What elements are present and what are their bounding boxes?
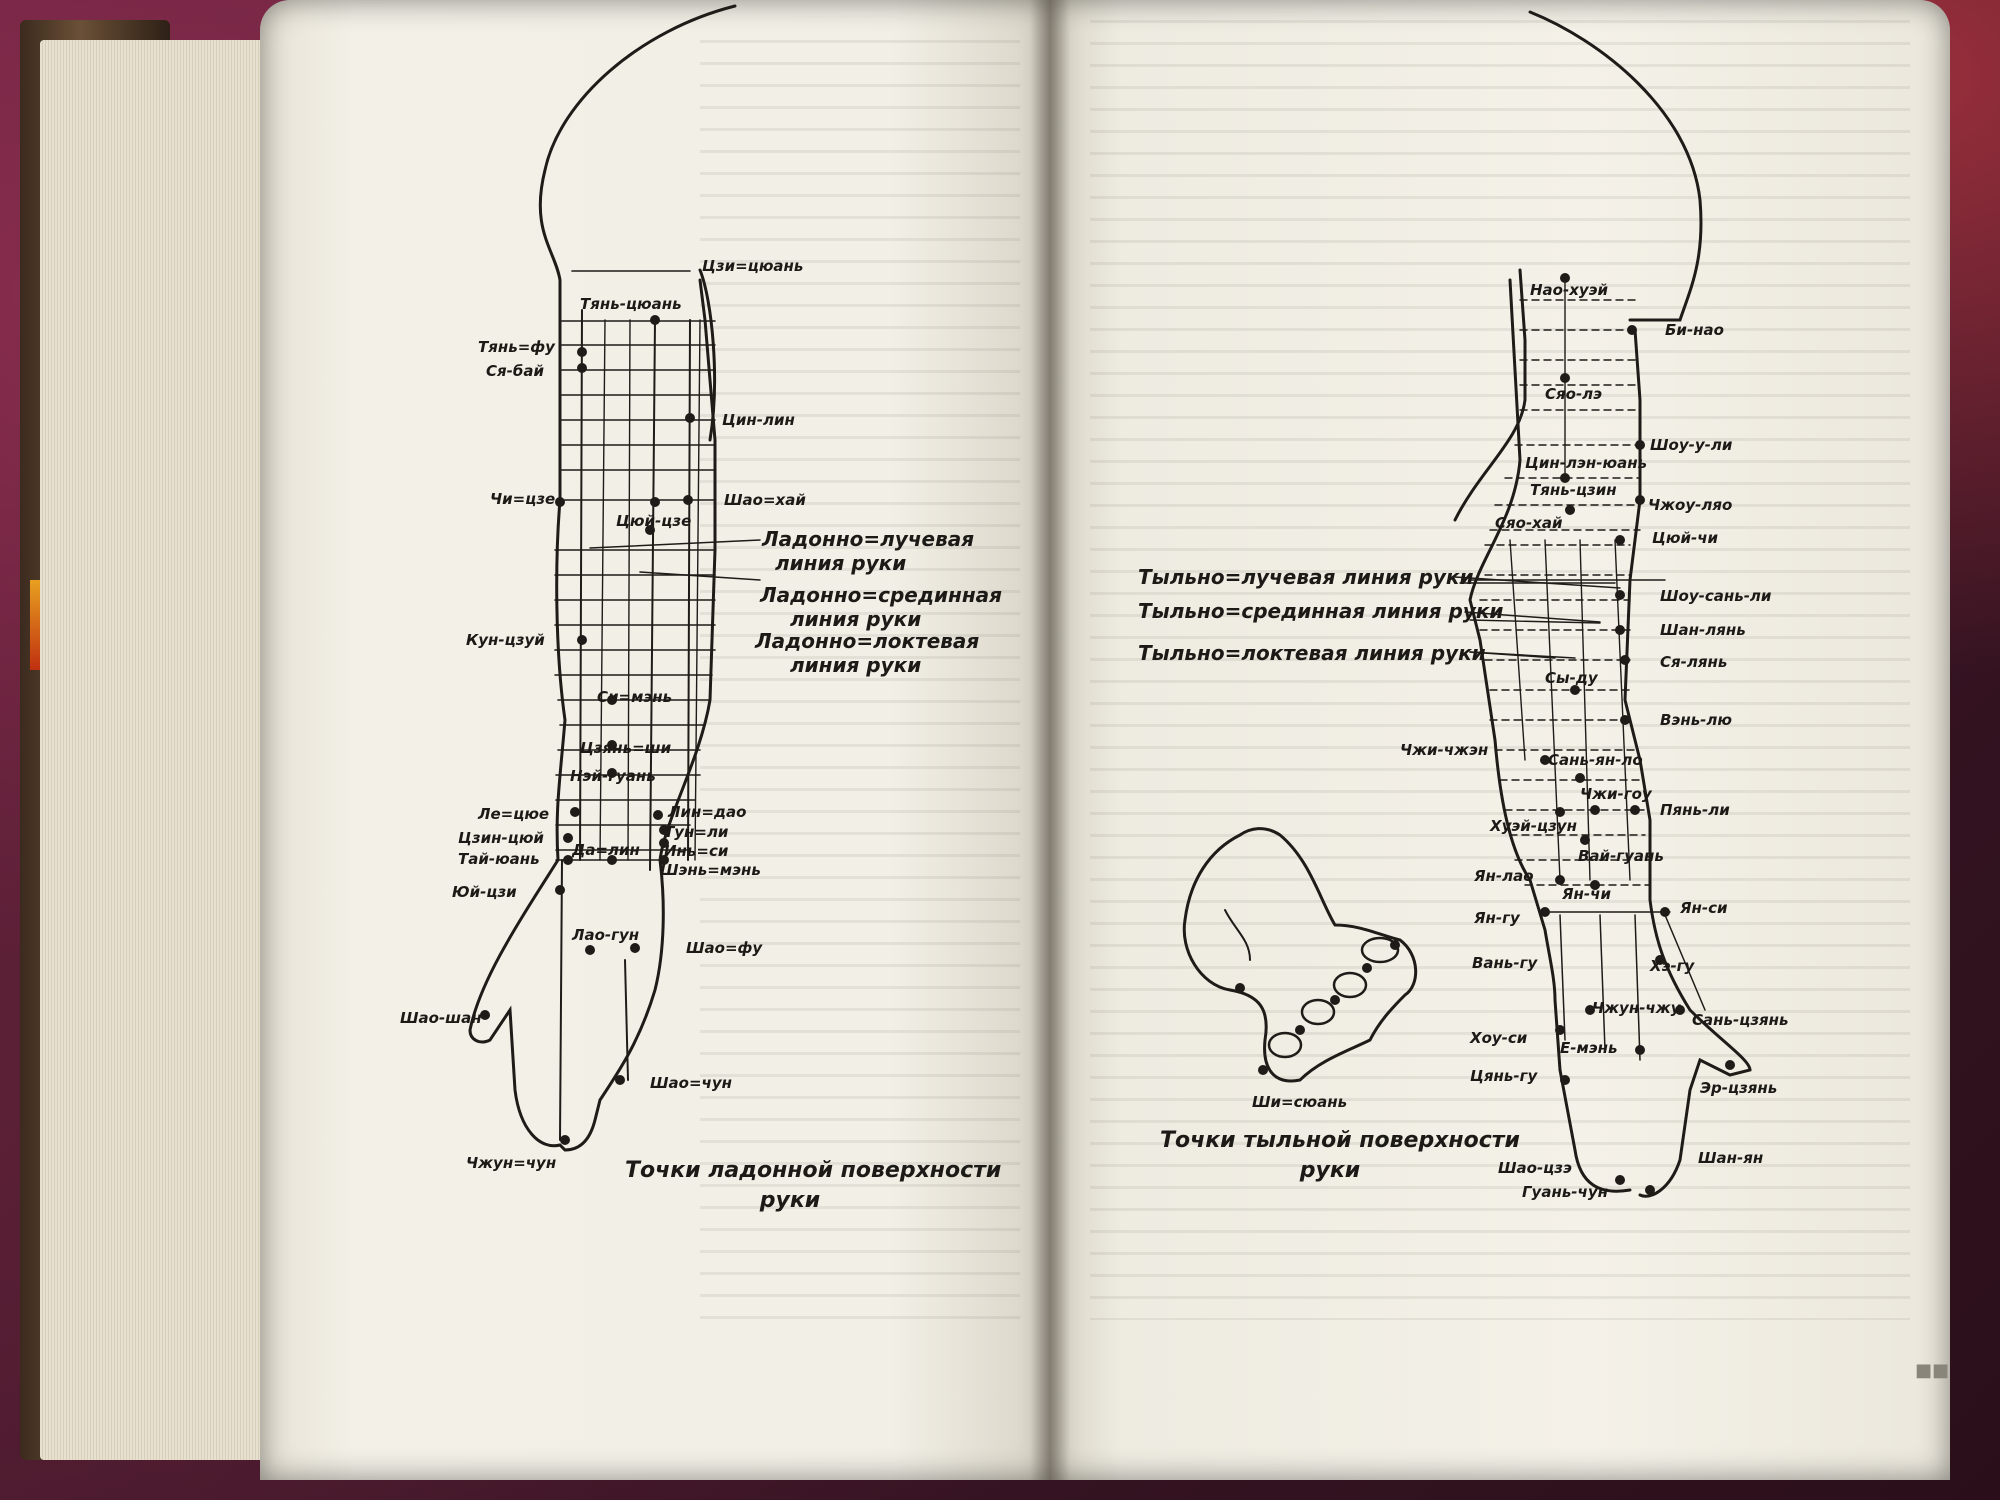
line-label: Ладонно=лучевая (762, 527, 975, 551)
point-label: Цин-лин (722, 411, 795, 429)
point-label: Тянь=фу (478, 338, 555, 356)
point-label: Вань-гу (1472, 954, 1538, 972)
point-label: Тай-юань (458, 850, 540, 868)
point-label: Хэ-гу (1650, 957, 1695, 975)
point-label: Тянь-цзин (1530, 481, 1617, 499)
line-label: Тыльно=лучевая линия руки (1138, 565, 1474, 589)
point-label: Лин=дао (668, 803, 747, 821)
point-label: Цзянь=ши (580, 739, 672, 757)
point-label: Ле=цюе (478, 805, 550, 823)
point-label: Си=мэнь (597, 688, 673, 706)
point-label: Цзин-цюй (458, 829, 544, 847)
line-label: линия руки (790, 607, 922, 631)
right-page (1050, 0, 1950, 1480)
point-label: Лао-гун (572, 926, 640, 944)
line-label: Ладонно=срединная (760, 583, 1003, 607)
bleed-through-text-right (1090, 20, 1910, 1320)
point-label: Ян-си (1680, 899, 1728, 917)
point-label: Тянь-цюань (580, 295, 682, 313)
point-label: Нао-хуэй (1530, 281, 1609, 299)
point-label: Тун=ли (664, 823, 729, 841)
point-label: Сяо-хай (1495, 514, 1563, 532)
point-label: Нэй-гуань (570, 767, 656, 785)
point-label: Вай-гуань (1578, 847, 1664, 865)
dorsal-arm-figure (1453, 10, 1752, 1198)
line-label: Ладонно=локтевая (755, 629, 980, 653)
left-caption-line2: руки (759, 1188, 821, 1213)
palmar-arm-figure (468, 4, 761, 1152)
point-label: Сы-ду (1545, 669, 1598, 687)
point-label: Чжоу-ляо (1648, 496, 1733, 514)
point-label: Шоу-сань-ли (1660, 587, 1772, 605)
point-label: Эр-цзянь (1700, 1079, 1778, 1097)
left-caption-line1: Точки ладонной поверхности (625, 1158, 1002, 1183)
point-label: Ся-бай (486, 362, 544, 380)
point-label: Ян-лао (1474, 867, 1534, 885)
point-label: Сань-цзянь (1692, 1011, 1789, 1029)
point-label: Вэнь-лю (1660, 711, 1732, 729)
line-label: Тыльно=срединная линия руки (1138, 599, 1504, 623)
page-number: ■■ (1915, 1360, 1950, 1381)
book-gutter (1030, 0, 1070, 1480)
point-label: Чжи-чжэн (1400, 741, 1489, 759)
point-label: Чи=цзе (490, 490, 556, 508)
point-label: Цянь-гу (1470, 1067, 1538, 1085)
point-label: Шао-шан (400, 1009, 482, 1027)
point-label: Цюй-цзе (616, 512, 692, 530)
fingertip-hand-figure (1182, 827, 1418, 1083)
right-caption-line2: руки (1299, 1158, 1361, 1183)
point-label: Кун-цзуй (466, 631, 545, 649)
point-label: Цин-лэн-юань (1525, 454, 1648, 472)
page-edges (40, 40, 270, 1460)
point-label: Пянь-ли (1660, 801, 1730, 819)
point-label: Ян-чи (1562, 885, 1611, 903)
bleed-through-text-left (700, 40, 1020, 1330)
point-label: Инь=си (664, 842, 729, 860)
point-label: Шан-ян (1698, 1149, 1764, 1167)
point-label: Ся-лянь (1660, 653, 1728, 671)
point-label: Хуэй-цзун (1490, 817, 1577, 835)
point-label: Шао=хай (724, 491, 806, 509)
point-label: Шан-лянь (1660, 621, 1746, 639)
line-label: линия руки (790, 653, 922, 677)
point-label: Шао=чун (650, 1074, 732, 1092)
point-label: Сяо-лэ (1545, 385, 1603, 403)
point-label: Шао=фу (686, 939, 763, 957)
point-label: Да=лин (572, 841, 640, 859)
point-label: Сань-ян-ло (1548, 751, 1643, 769)
point-label: Цюй-чи (1652, 529, 1719, 547)
point-label: Е-мэнь (1560, 1039, 1618, 1057)
point-label: Цзи=цюань (702, 257, 804, 275)
point-label: Шэнь=мэнь (660, 861, 761, 879)
point-label: Чжун=чун (466, 1154, 557, 1172)
point-label: Шао-цзэ (1498, 1159, 1572, 1177)
right-caption-line1: Точки тыльной поверхности (1160, 1128, 1520, 1153)
line-label: линия руки (775, 551, 907, 575)
left-page (260, 0, 1050, 1480)
line-label: Тыльно=локтевая линия руки (1138, 641, 1486, 665)
point-label: Юй-цзи (452, 883, 517, 901)
point-label: Чжун-чжу (1592, 999, 1681, 1017)
point-label: Би-нао (1665, 321, 1724, 339)
point-label: Гуань-чун (1522, 1183, 1608, 1201)
point-label: Шоу-у-ли (1650, 436, 1733, 454)
point-label: Хоу-си (1470, 1029, 1528, 1047)
point-label: Ян-гу (1474, 909, 1520, 927)
point-label: Чжи-гоу (1580, 785, 1652, 803)
point-label: Ши=сюань (1252, 1093, 1348, 1111)
